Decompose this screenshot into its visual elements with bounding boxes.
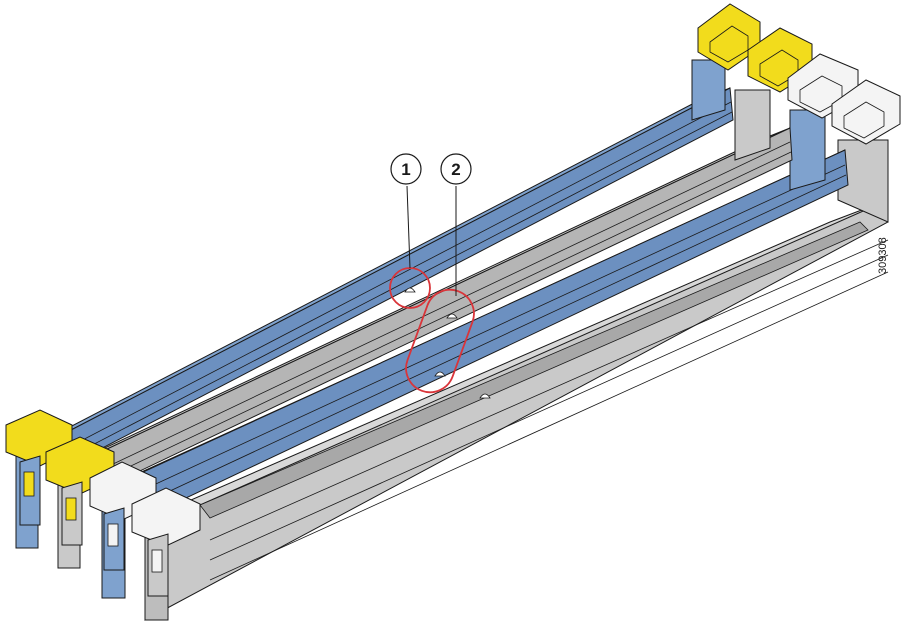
dimm-slot-gray-front bbox=[144, 139, 889, 621]
latch-white-front-2 bbox=[131, 487, 201, 597]
callout-1-label: 1 bbox=[401, 160, 410, 179]
dimm-slot-gray-2 bbox=[57, 89, 793, 569]
highlight-key-2 bbox=[405, 288, 475, 394]
figure-id: 309308 bbox=[877, 237, 889, 274]
callout-1-leader bbox=[406, 185, 411, 269]
callout-1: 1 bbox=[390, 153, 422, 185]
callout-2-label: 2 bbox=[451, 160, 460, 179]
key-notches bbox=[404, 287, 491, 399]
callout-2: 2 bbox=[440, 153, 472, 185]
latch-white-rear-2 bbox=[831, 79, 901, 145]
